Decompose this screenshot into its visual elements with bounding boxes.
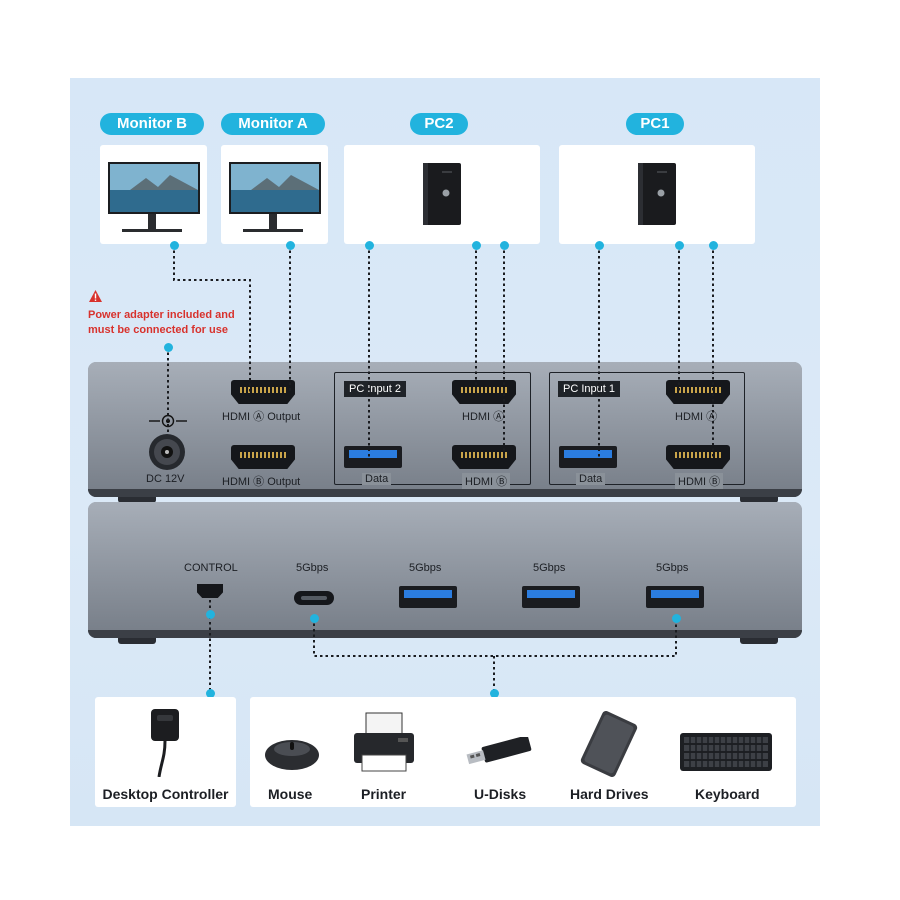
printer-label: Printer	[361, 786, 407, 802]
pc1-card	[559, 145, 755, 244]
usb-a-1-speed-label: 5Gbps	[409, 562, 442, 574]
monitor-b-card	[100, 145, 207, 244]
hdmi-output-a-port[interactable]	[231, 380, 295, 404]
dc-power-port[interactable]	[147, 432, 187, 472]
warning-icon	[89, 290, 102, 302]
printer-icon	[354, 712, 414, 772]
kvm-switch-top-unit	[88, 362, 802, 497]
pc2-card	[344, 145, 540, 244]
monitor-icon	[229, 162, 321, 232]
pc1-hdmi-b-port[interactable]	[666, 445, 730, 469]
pc-tower-icon	[638, 163, 676, 225]
hdmi-output-b-label: HDMI Ⓑ Output	[222, 476, 301, 488]
pc-input-1-tag: PC Input 1	[558, 381, 620, 397]
monitor-a-card	[221, 145, 328, 244]
desktop-controller-label: Desktop Controller	[102, 786, 229, 802]
pc-input-1-group	[549, 372, 745, 485]
control-label: CONTROL	[184, 562, 238, 574]
hard-drive-icon	[580, 711, 638, 777]
mouse-label: Mouse	[268, 786, 313, 802]
controller-icon	[151, 709, 179, 778]
monitor-icon	[108, 162, 200, 232]
usb-drive-icon	[466, 737, 532, 765]
pc1-hdmi-a-label: HDMI Ⓐ	[675, 411, 718, 423]
u-disks-label: U-Disks	[474, 786, 527, 802]
pc2-hdmi-a-label: HDMI Ⓐ	[462, 411, 505, 423]
keyboard-icon	[680, 733, 772, 771]
hdmi-output-a-label: HDMI Ⓐ Output	[222, 411, 301, 423]
pc1-data-label: Data	[576, 473, 606, 485]
monitor-a-label: Monitor A	[221, 113, 325, 135]
control-port[interactable]	[197, 584, 223, 598]
usb-c-speed-label: 5Gbps	[296, 562, 329, 574]
mouse-icon	[265, 740, 319, 770]
pc-input-2-group	[334, 372, 531, 485]
pc-tower-icon	[423, 163, 461, 225]
pc2-hdmi-b-port[interactable]	[452, 445, 516, 469]
pc1-hdmi-a-port[interactable]	[666, 380, 730, 404]
usb-a-2-speed-label: 5Gbps	[533, 562, 566, 574]
peripherals-card: Mouse Printer U-Disks Hard Drives Keyboa…	[250, 697, 796, 807]
pc1-hdmi-b-label: HDMI Ⓑ	[675, 473, 724, 489]
pc-input-2-tag: PC Input 2	[344, 381, 406, 397]
usb-a-port-3[interactable]	[646, 586, 704, 608]
pc2-hdmi-a-port[interactable]	[452, 380, 516, 404]
pc2-hdmi-b-label: HDMI Ⓑ	[462, 473, 511, 489]
usb-a-port-2[interactable]	[522, 586, 580, 608]
dc-label: DC 12V	[146, 473, 185, 485]
usb-a-port-1[interactable]	[399, 586, 457, 608]
power-warning-line2: must be connected for use	[88, 324, 228, 336]
usb-c-port[interactable]	[294, 591, 334, 605]
pc1-data-port[interactable]	[559, 446, 617, 468]
monitor-b-label: Monitor B	[100, 113, 204, 135]
usb-a-3-speed-label: 5Gbps	[656, 562, 689, 574]
power-warning-line1: Power adapter included and	[88, 309, 235, 321]
pc2-label: PC2	[410, 113, 468, 135]
hard-drives-label: Hard Drives	[570, 786, 649, 802]
keyboard-label: Keyboard	[695, 786, 760, 802]
desktop-controller-card: Desktop Controller	[95, 697, 236, 807]
hdmi-output-b-port[interactable]	[231, 445, 295, 469]
power-warning: Power adapter included and must be conne…	[88, 308, 235, 338]
pc2-data-port[interactable]	[344, 446, 402, 468]
pc2-data-label: Data	[362, 473, 392, 485]
pc1-label: PC1	[626, 113, 684, 135]
